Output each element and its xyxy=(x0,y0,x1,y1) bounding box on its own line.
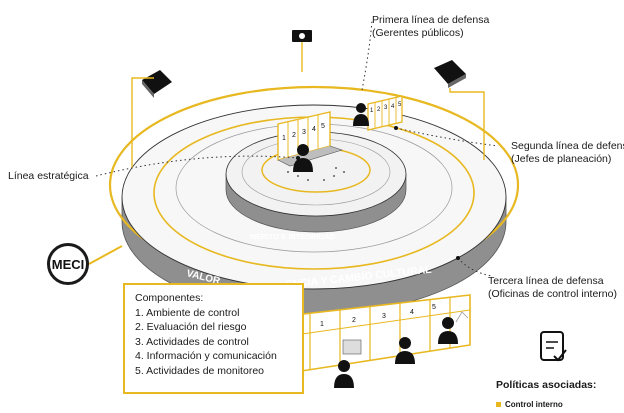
upper-panel-number: 1 xyxy=(370,108,374,114)
upper-panel-number: 2 xyxy=(377,107,381,113)
outer-panel-number: 1 xyxy=(320,321,324,328)
components-box: Componentes: 1. Ambiente de control 2. E… xyxy=(123,283,304,394)
policies-title: Políticas asociadas: xyxy=(496,379,597,391)
connector-lines xyxy=(95,19,499,277)
person-icon xyxy=(438,317,458,344)
document-check-icon xyxy=(540,331,567,362)
meci-badge: MECI xyxy=(47,243,89,285)
person-icon xyxy=(353,103,369,126)
inner-panel-wall xyxy=(277,111,343,167)
person-icon xyxy=(395,337,415,364)
outer-panel-number: 3 xyxy=(382,313,386,320)
outer-panel-number: 2 xyxy=(352,317,356,324)
inner-panel-number: 5 xyxy=(321,123,325,130)
camera-icon xyxy=(292,30,312,72)
component-item: 5. Actividades de monitoreo xyxy=(135,364,264,377)
inner-panel-number: 4 xyxy=(312,126,316,133)
outer-panel-number: 4 xyxy=(410,309,414,316)
merit-ring-text: MÉRITO E INTEGRIDAD xyxy=(250,232,335,241)
person-icon xyxy=(334,360,354,388)
camera-icon xyxy=(434,60,485,160)
components-heading: Componentes: xyxy=(135,292,204,304)
policies-item: Control interno xyxy=(496,400,563,409)
second-defense-line-label: Segunda línea de defensa (Jefes de plane… xyxy=(511,140,624,165)
inner-panel-number: 2 xyxy=(292,132,296,139)
third-defense-line-label: Tercera línea de defensa (Oficinas de co… xyxy=(488,275,617,300)
meci-label: MECI xyxy=(51,256,85,272)
component-item: 2. Evaluación del riesgo xyxy=(135,321,247,333)
component-item: 4. Información y comunicación xyxy=(135,350,277,362)
first-defense-line-label: Primera línea de defensa (Gerentes públi… xyxy=(372,14,490,39)
inner-panel-number: 3 xyxy=(302,129,306,136)
inner-panel-number: 1 xyxy=(282,135,286,142)
outer-panel-number: 5 xyxy=(432,304,436,311)
camera-icon xyxy=(131,70,172,168)
person-icon xyxy=(293,144,313,172)
upper-panel-number: 3 xyxy=(384,105,388,111)
component-item: 3. Actividades de control xyxy=(135,335,249,348)
upper-panel-number: 4 xyxy=(391,104,395,110)
component-item: 1. Ambiente de control xyxy=(135,306,240,319)
strategic-line-label: Línea estratégica xyxy=(8,170,89,182)
upper-panel-number: 5 xyxy=(398,102,402,108)
